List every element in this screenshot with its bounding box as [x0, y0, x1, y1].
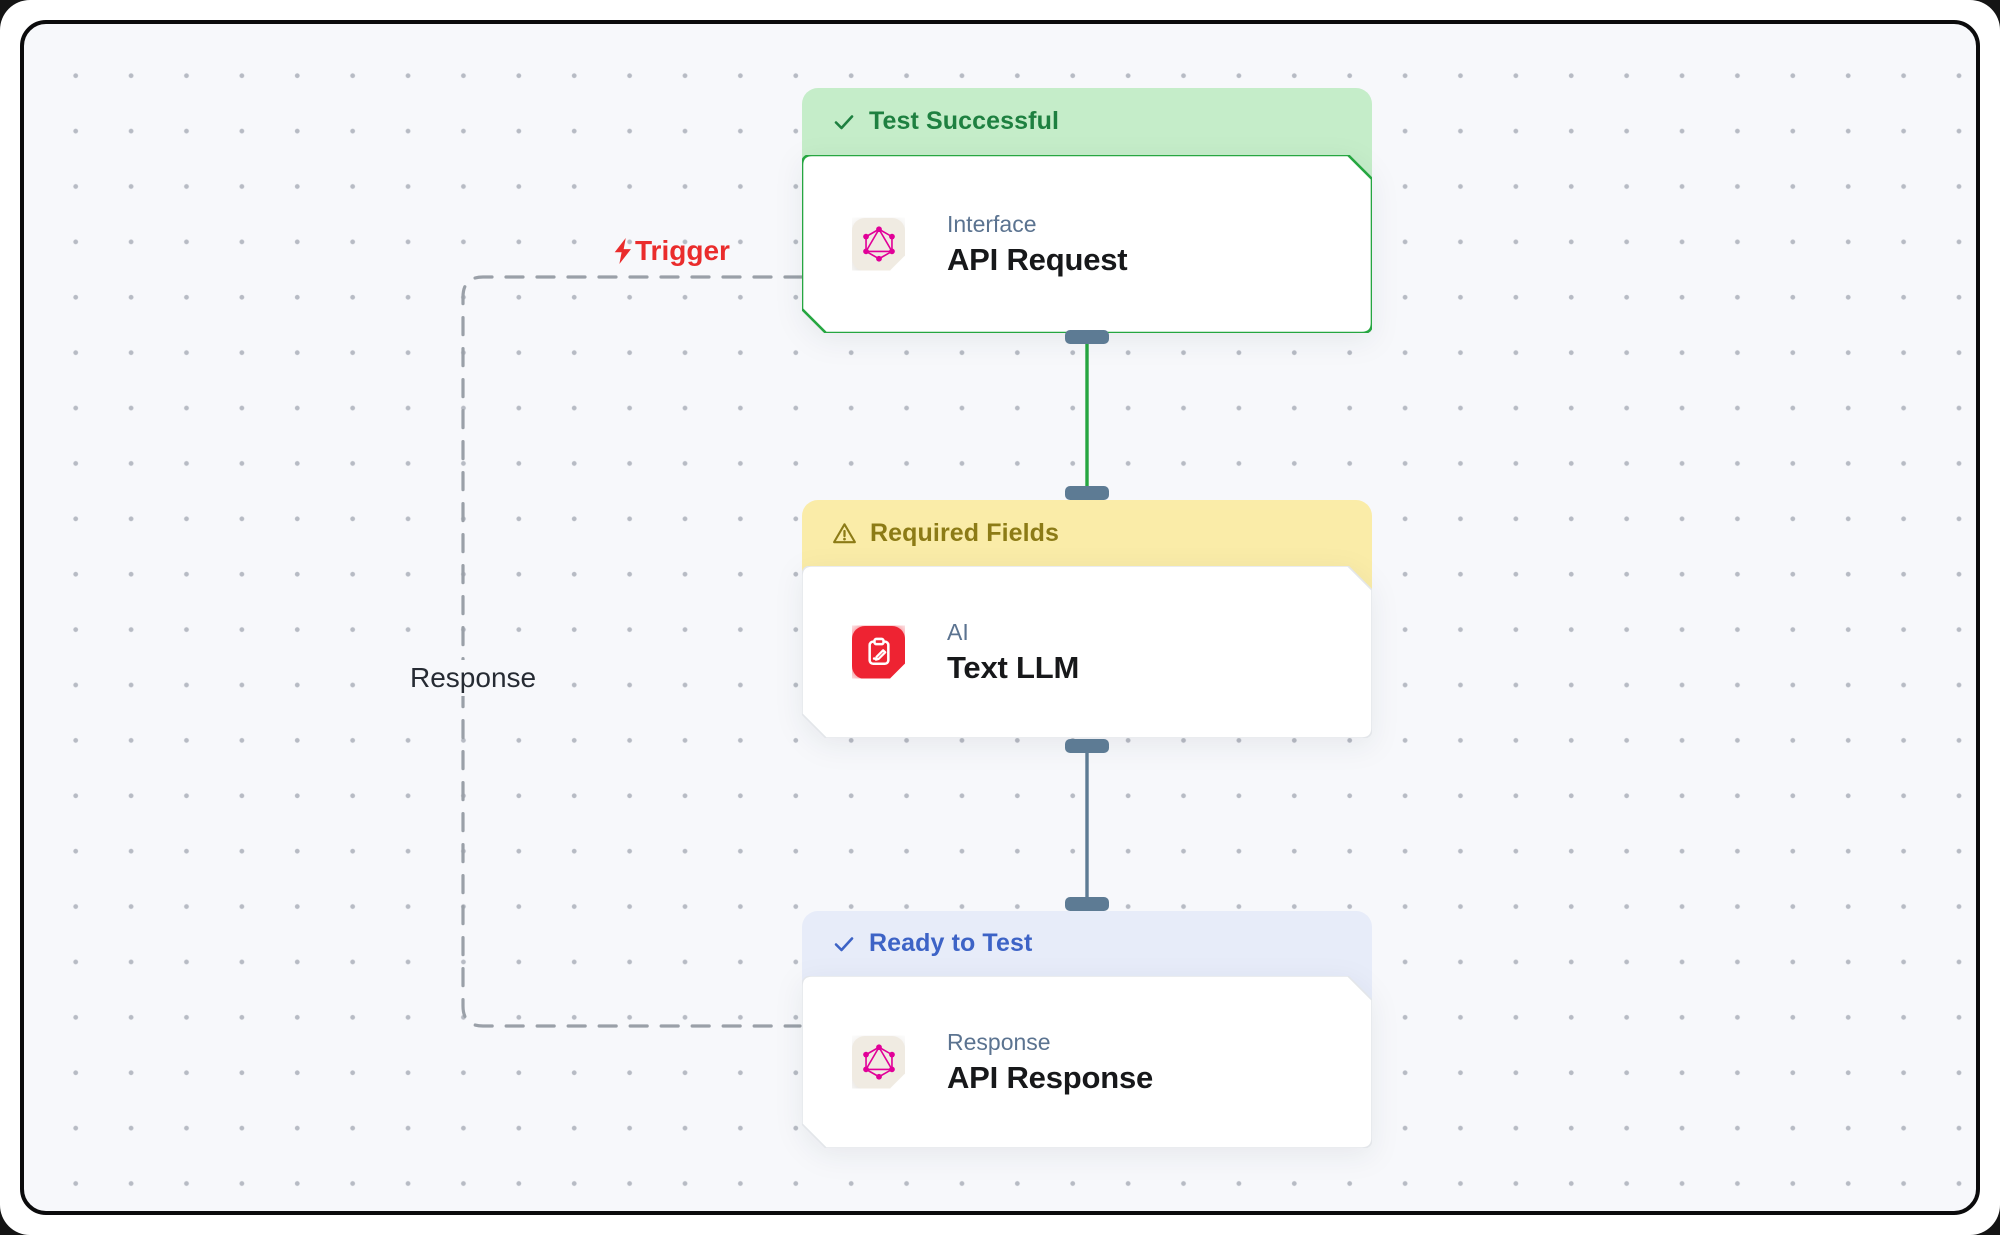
trigger-label-text: Trigger: [635, 235, 730, 266]
status-label: Required Fields: [870, 518, 1060, 547]
card-shape: [802, 976, 1372, 1148]
trigger-edge-label: Trigger: [612, 237, 730, 265]
graphql-icon: [852, 218, 905, 271]
check-icon: [832, 911, 856, 976]
response-edge-label: Response: [400, 660, 547, 696]
handle-text-llm-out[interactable]: [1065, 739, 1109, 753]
graphql-icon: [852, 1036, 905, 1089]
node-card[interactable]: Interface API Request: [802, 155, 1372, 333]
edge-response-dashed: [461, 275, 804, 1028]
card-shape: [802, 566, 1372, 738]
check-icon: [832, 88, 856, 155]
node-card[interactable]: Response API Response: [802, 976, 1372, 1148]
warning-icon: [832, 500, 857, 566]
node-title: Text LLM: [947, 650, 1080, 685]
status-label: Ready to Test: [869, 929, 1033, 957]
clipboard-pen-icon: [852, 626, 905, 679]
node-category: Response: [947, 1029, 1051, 1055]
handle-api-request-out[interactable]: [1065, 330, 1109, 344]
node-category: AI: [947, 619, 969, 645]
node-api-response[interactable]: Ready to Test: [802, 911, 1372, 1148]
handle-api-response-in[interactable]: [1065, 897, 1109, 911]
lightning-icon: [612, 238, 633, 264]
node-title: API Request: [947, 242, 1128, 277]
handle-text-llm-in[interactable]: [1065, 486, 1109, 500]
status-label: Test Successful: [869, 107, 1060, 135]
node-title: API Response: [947, 1060, 1154, 1095]
node-text-llm[interactable]: Required Fields A: [802, 500, 1372, 738]
node-card[interactable]: AI Text LLM: [802, 566, 1372, 738]
card-shape: [802, 155, 1372, 333]
node-api-request[interactable]: Test Successful: [802, 88, 1372, 333]
workflow-canvas[interactable]: Test Successful: [20, 20, 1980, 1215]
node-category: Interface: [947, 211, 1037, 237]
